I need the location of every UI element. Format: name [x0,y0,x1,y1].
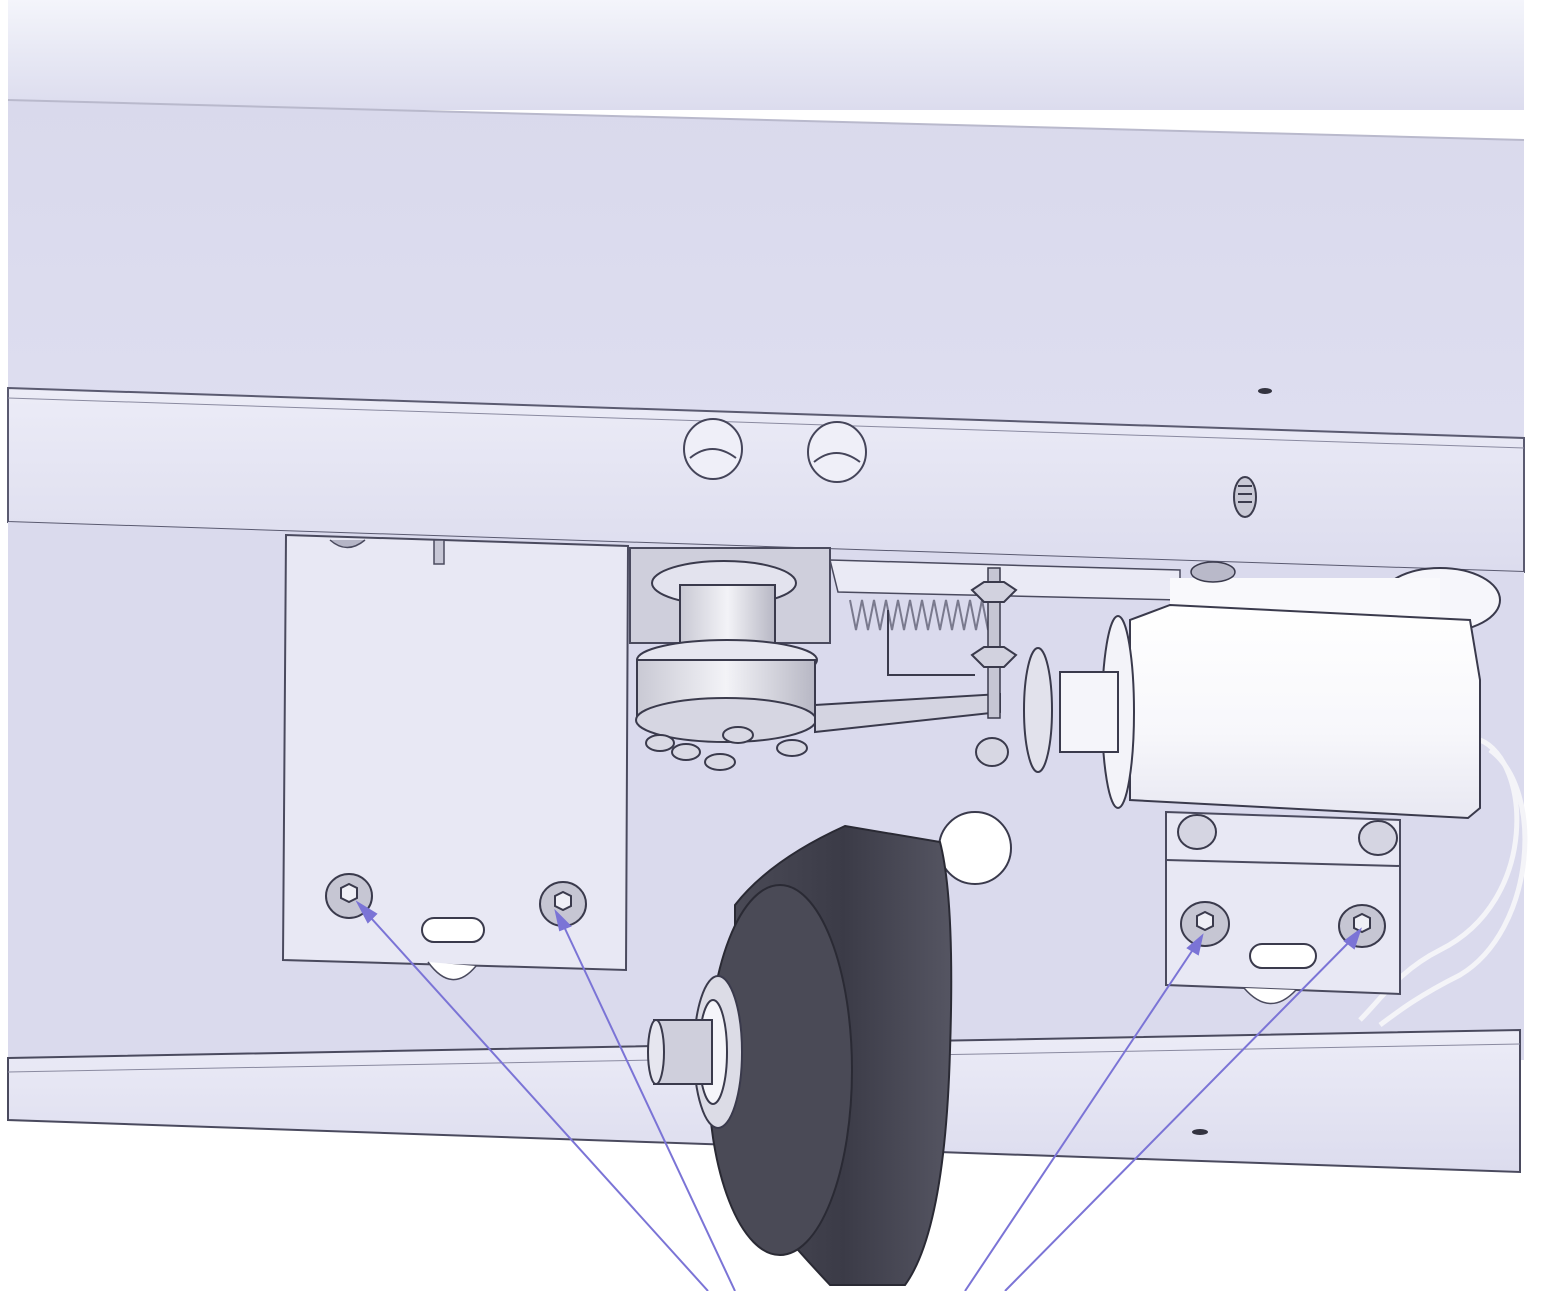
tension-spring [829,559,1181,767]
leader-line-1 [361,907,709,1291]
right-mounting-plate [1165,810,1401,1005]
drive-wheel [647,824,953,1286]
leader-line-4 [1004,935,1356,1291]
leader-line-2 [559,917,736,1291]
motor [938,561,1501,885]
arrowhead-4 [1343,927,1362,950]
arrowhead-3 [1186,933,1204,956]
right-plate-screw-1 [1180,901,1230,947]
leader-line-3 [964,941,1199,1291]
arrowhead-1 [355,900,378,924]
left-mounting-plate [281,533,630,981]
left-plate-screw-2 [539,881,587,927]
drive-coupling [629,547,1001,771]
callout-leaders [355,900,1362,1291]
arrowhead-2 [554,908,572,932]
